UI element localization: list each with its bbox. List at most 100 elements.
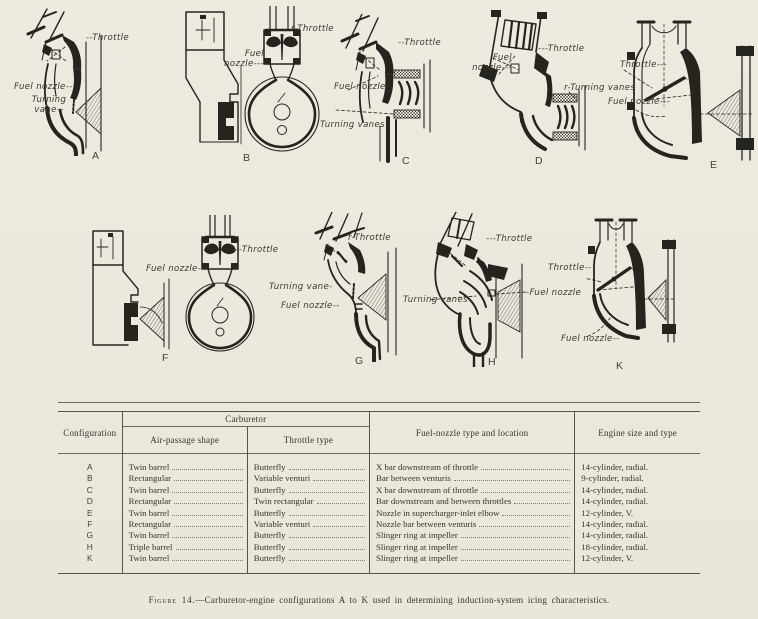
outlet-pipe (379, 116, 397, 163)
cell-text: Twin barrel (128, 530, 170, 541)
header-engine: Engine size and type (598, 427, 677, 438)
label-a-fuel-nozzle: Fuel nozzle-- (14, 82, 73, 92)
dotted-leader (514, 503, 571, 505)
intake-duct (488, 10, 547, 73)
diagram-d-drawing (479, 10, 586, 151)
pear-duct (247, 78, 317, 149)
dotted-leader (460, 560, 571, 562)
volute-wall (626, 242, 646, 330)
cell-text: Slinger ring at impeller (375, 541, 458, 552)
cell-text: Butterfly (253, 484, 286, 495)
diagram-f-drawing (92, 215, 255, 352)
label-k-fuel-nozzle: Fuel nozzle-- (561, 334, 620, 344)
engine-cell: 14-cylinder, radial. (581, 484, 649, 495)
header-carburetor: Carburetor (122, 411, 370, 427)
label-a-turning-vane: Turning vane-- (31, 95, 67, 115)
elbow (632, 109, 688, 160)
table-row: E Twin barrel Butterfly Nozzle in superc… (58, 507, 700, 520)
diagram-b-letter: B (243, 152, 252, 164)
diagram-e-drawing (623, 20, 755, 161)
diagram-k-drawing (586, 218, 676, 343)
config-cell: D (58, 496, 123, 508)
cell-text: X bar downstream of throttle (375, 484, 479, 495)
label-e-fuel-nozzle: Fuel nozzle--- (608, 97, 671, 107)
table-header: Configuration Carburetor Fuel-nozzle typ… (58, 411, 700, 454)
config-cell: C (58, 484, 123, 497)
label-c-throttle: --Throttle (398, 38, 441, 48)
dotted-leader (453, 480, 571, 482)
engine-cell: 14-cylinder, radial. (581, 519, 649, 530)
air-passage-cell: Twin barrel (122, 530, 248, 542)
venturi-wing-left (266, 36, 281, 48)
config-cell: K (58, 553, 123, 574)
cell-text: Slinger ring at impeller (375, 553, 458, 564)
throttle-cell: Butterfly (247, 541, 370, 554)
dotted-leader (288, 537, 365, 539)
fuel-nozzle-cell: Bar between venturis (369, 473, 576, 485)
figure-caption: Figure 14.—Carburetor-engine configurati… (0, 595, 758, 605)
engine-face (387, 247, 397, 356)
cell-text: Triple barrel (128, 541, 173, 552)
engine-face (578, 85, 586, 151)
inlet-stack (636, 20, 692, 107)
config-cell: F (58, 519, 123, 531)
label-d-throttle: ---Throttle (538, 44, 585, 54)
fuel-nozzle-cell: X bar downstream of throttle (369, 484, 576, 497)
table-body: A Twin barrel Butterfly X bar downstream… (58, 453, 700, 574)
cell-text: X bar downstream of throttle (375, 462, 479, 472)
dotted-leader (460, 548, 571, 550)
engine-face (736, 45, 754, 161)
table-row: B Rectangular Variable venturi Bar betwe… (58, 473, 700, 485)
cell-text: Variable venturi (253, 519, 311, 530)
outlet-pipe (354, 312, 382, 362)
air-passage-cell: Twin barrel (122, 553, 248, 574)
cell-text: Rectangular (128, 519, 172, 530)
label-g-turning-vane: Turning vane- (269, 282, 333, 292)
cell-text: Bar downstream and between throttles (375, 496, 512, 507)
air-passage-cell: Rectangular (122, 496, 248, 508)
label-h-throttle: ---Throttle (486, 234, 533, 244)
diagram-c-letter: C (402, 155, 411, 167)
cell-text: Nozzle bar between venturis (375, 519, 477, 530)
side-view (92, 230, 170, 350)
twin-rectangular-throttle (500, 19, 537, 51)
dotted-leader (460, 537, 571, 539)
throttle-cell: Butterfly (247, 453, 370, 474)
engine-cell: 18-cylinder, radial. (581, 541, 649, 552)
throttle-cell: Variable venturi (247, 473, 370, 485)
table-row: H Triple barrel Butterfly Slinger ring a… (58, 541, 700, 554)
label-g-throttle: r-Throttle (348, 233, 391, 243)
label-f-throttle: ---Throttle (232, 245, 279, 255)
dotted-leader (172, 469, 243, 470)
turning-vane (72, 99, 75, 114)
label-a-throttle: --Throttle (86, 33, 129, 43)
fuel-nozzle-cell: Nozzle bar between venturis (369, 519, 576, 531)
impeller-hatch (75, 86, 102, 135)
dotted-leader (316, 503, 365, 505)
label-g-fuel-nozzle: Fuel nozzle-- (281, 301, 340, 311)
diagram-g-letter: G (355, 355, 365, 367)
elbow (586, 293, 640, 340)
engine-cell: 14-cylinder, radial. (581, 462, 649, 472)
carb-body (627, 43, 702, 144)
diagram-h-drawing (430, 212, 527, 367)
throttle-cell: Variable venturi (247, 519, 370, 531)
duct-walls (358, 71, 394, 123)
duct-walls (488, 71, 553, 123)
front-view (244, 6, 320, 152)
dotted-leader (172, 491, 243, 493)
table-row: D Rectangular Twin rectangular Bar downs… (58, 496, 700, 508)
fuel-nozzle-cell: Slinger ring at impeller (369, 553, 576, 574)
figure-caption-text: —Carburetor-engine configurations A to K… (195, 595, 610, 605)
dotted-leader (174, 503, 243, 505)
dotted-leader (172, 537, 243, 539)
table-row: A Twin barrel Butterfly X bar downstream… (58, 453, 700, 474)
throttle-body (355, 42, 394, 75)
throttle-cell: Butterfly (247, 553, 370, 574)
cell-text: Butterfly (253, 462, 286, 472)
label-d-turning-vanes: r-Turning vanes (564, 83, 636, 93)
diagram-b-drawing (185, 6, 320, 152)
throttle-plate (623, 69, 701, 102)
config-cell: B (58, 473, 123, 485)
